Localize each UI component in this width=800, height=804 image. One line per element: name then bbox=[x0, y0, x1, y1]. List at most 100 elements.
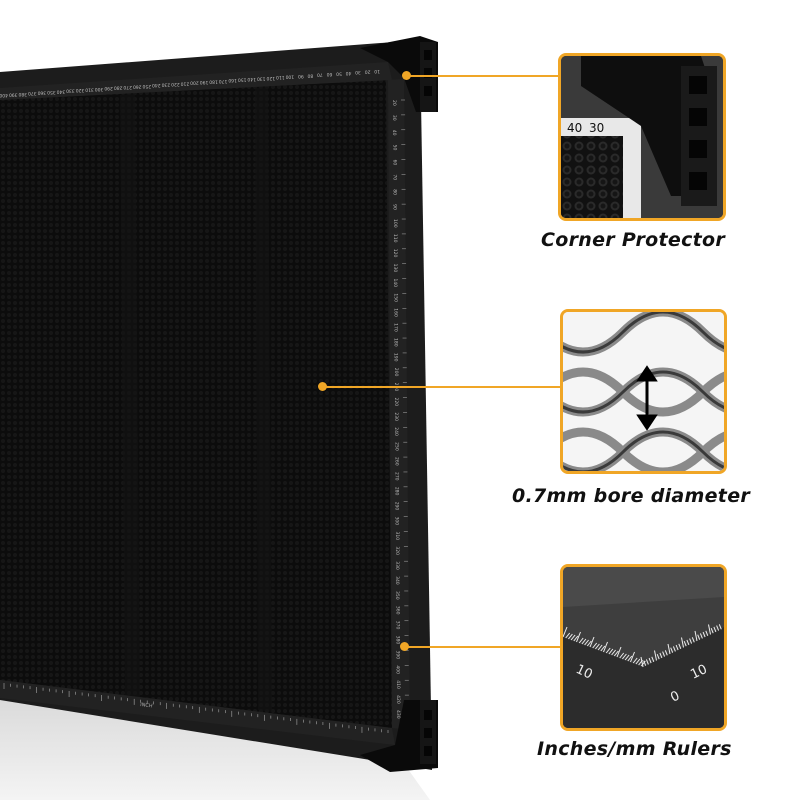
side-ruler-label: 310 bbox=[394, 531, 400, 540]
inset-ruler-tick bbox=[667, 643, 671, 655]
inset-ruler-tick bbox=[702, 631, 706, 638]
inset-ruler-tick bbox=[678, 643, 682, 649]
side-ruler-label: 320 bbox=[394, 546, 400, 555]
callout-label-bore: 0.7mm bore diameter bbox=[512, 485, 751, 507]
side-ruler-label: 360 bbox=[394, 606, 400, 615]
top-ruler-label: 100 bbox=[285, 74, 294, 80]
side-ruler-label: 260 bbox=[393, 457, 399, 466]
top-ruler-label: 30 bbox=[355, 69, 361, 75]
side-ruler-label: 380 bbox=[395, 636, 401, 645]
inset-ruler-tick bbox=[670, 647, 674, 653]
side-ruler-label: 50 bbox=[391, 145, 397, 151]
top-ruler-label: 230 bbox=[161, 82, 170, 88]
inset-ruler-tick bbox=[616, 646, 622, 658]
side-ruler-label: 240 bbox=[393, 427, 399, 436]
side-ruler-label: 300 bbox=[394, 517, 400, 526]
top-ruler-label: 180 bbox=[209, 78, 218, 84]
inset-corner-protector: 40 30 bbox=[558, 53, 726, 221]
side-ruler-label: 280 bbox=[394, 487, 400, 496]
side-ruler-label: 370 bbox=[394, 621, 400, 630]
inset-ruler-tick bbox=[672, 646, 676, 652]
top-ruler bbox=[0, 62, 392, 100]
inset-ruler-tick bbox=[589, 636, 595, 648]
side-ruler-label: 180 bbox=[393, 338, 399, 347]
top-ruler-label: 400 bbox=[0, 92, 8, 98]
top-ruler-label: 110 bbox=[276, 74, 285, 80]
inset-ruler-tick bbox=[710, 628, 714, 634]
top-ruler-label: 300 bbox=[95, 86, 104, 92]
top-ruler-label: 160 bbox=[228, 77, 237, 83]
side-ruler-label: 80 bbox=[392, 189, 398, 195]
inset-ruler-tick bbox=[654, 650, 657, 661]
inset-ruler-tick bbox=[645, 659, 649, 665]
callout-line-bore bbox=[326, 386, 560, 388]
top-ruler-label: 270 bbox=[123, 84, 132, 90]
top-ruler-label: 240 bbox=[152, 82, 161, 88]
side-ruler-label: 400 bbox=[395, 665, 401, 674]
side-ruler-label: 140 bbox=[392, 279, 398, 288]
callout-dot-ruler bbox=[400, 642, 409, 651]
inset-ruler-tick bbox=[713, 626, 717, 633]
top-ruler-label: 310 bbox=[85, 86, 94, 92]
inset-ruler-tick bbox=[576, 631, 581, 643]
inset-ruler-tick bbox=[699, 633, 703, 639]
inset-ruler-tick bbox=[565, 632, 571, 639]
top-ruler-label: 60 bbox=[326, 71, 332, 77]
top-ruler-label: 320 bbox=[76, 87, 85, 93]
top-ruler-label: 70 bbox=[317, 72, 323, 78]
callout-dot-corner bbox=[402, 71, 411, 80]
inset-ruler-tick bbox=[659, 652, 663, 659]
inset-ruler-tick bbox=[627, 655, 633, 662]
bottom-ruler-unit: INCH bbox=[140, 702, 153, 710]
side-ruler-label: 420 bbox=[395, 695, 401, 704]
inset-ruler-closeup: 10 10 0 bbox=[560, 564, 727, 731]
inset-ruler-tick bbox=[624, 654, 630, 661]
callout-label-ruler: Inches/mm Rulers bbox=[537, 738, 732, 760]
inset-ruler-tick bbox=[600, 645, 606, 652]
corner-protector-top bbox=[360, 36, 438, 112]
inset-ruler-tick bbox=[586, 640, 592, 647]
top-ruler-label: 350 bbox=[47, 89, 56, 95]
top-ruler-label: 330 bbox=[66, 88, 75, 94]
inset-ruler-tick bbox=[605, 647, 611, 654]
side-ruler-label: 270 bbox=[393, 472, 399, 481]
inset-ruler-tick bbox=[705, 630, 709, 636]
top-ruler-label: 80 bbox=[307, 72, 313, 78]
side-ruler bbox=[388, 79, 410, 730]
inset-ruler-tick bbox=[656, 654, 660, 660]
inset-ruler-tick bbox=[619, 652, 625, 659]
honeycomb-surface bbox=[0, 80, 392, 728]
inset-ruler-tick bbox=[697, 634, 701, 640]
floor-shadow bbox=[0, 690, 430, 800]
side-ruler-label: 290 bbox=[394, 502, 400, 511]
inset-ruler-tick bbox=[686, 639, 690, 646]
inset-ruler-tick bbox=[584, 639, 589, 646]
top-ruler-label: 260 bbox=[133, 83, 142, 89]
side-ruler-label: 200 bbox=[393, 368, 399, 377]
side-ruler-label: 70 bbox=[391, 174, 397, 180]
inset-ruler-tick bbox=[568, 633, 573, 640]
inset-ruler-tick bbox=[597, 644, 603, 651]
top-ruler-ticks: 1020304050607080901001101201301401501601… bbox=[0, 68, 380, 98]
inset-ruler-tick bbox=[691, 637, 695, 643]
top-ruler-label: 280 bbox=[114, 85, 123, 91]
side-ruler-label: 60 bbox=[391, 160, 397, 166]
bottom-ruler bbox=[0, 680, 395, 745]
top-ruler-label: 10 bbox=[374, 68, 380, 74]
corner-protector-bottom bbox=[360, 700, 438, 772]
inset-ruler-tick bbox=[681, 637, 684, 648]
top-ruler-label: 290 bbox=[104, 85, 113, 91]
top-ruler-label: 340 bbox=[57, 88, 66, 94]
inset-ruler-tick bbox=[592, 642, 598, 649]
inset-ruler-tick bbox=[632, 657, 638, 664]
inset-ruler-tick bbox=[640, 656, 644, 668]
inset-ruler-tick bbox=[573, 635, 579, 642]
callout-line-corner bbox=[410, 75, 560, 77]
inset-ruler-tick bbox=[662, 651, 666, 657]
top-ruler-label: 120 bbox=[266, 75, 275, 81]
inset-ruler-tick bbox=[622, 653, 627, 660]
inset-ruler-left: 10 bbox=[573, 662, 594, 683]
inset-ruler-tick bbox=[664, 650, 668, 656]
top-ruler-label: 170 bbox=[219, 78, 228, 84]
side-ruler-label: 220 bbox=[393, 398, 399, 407]
